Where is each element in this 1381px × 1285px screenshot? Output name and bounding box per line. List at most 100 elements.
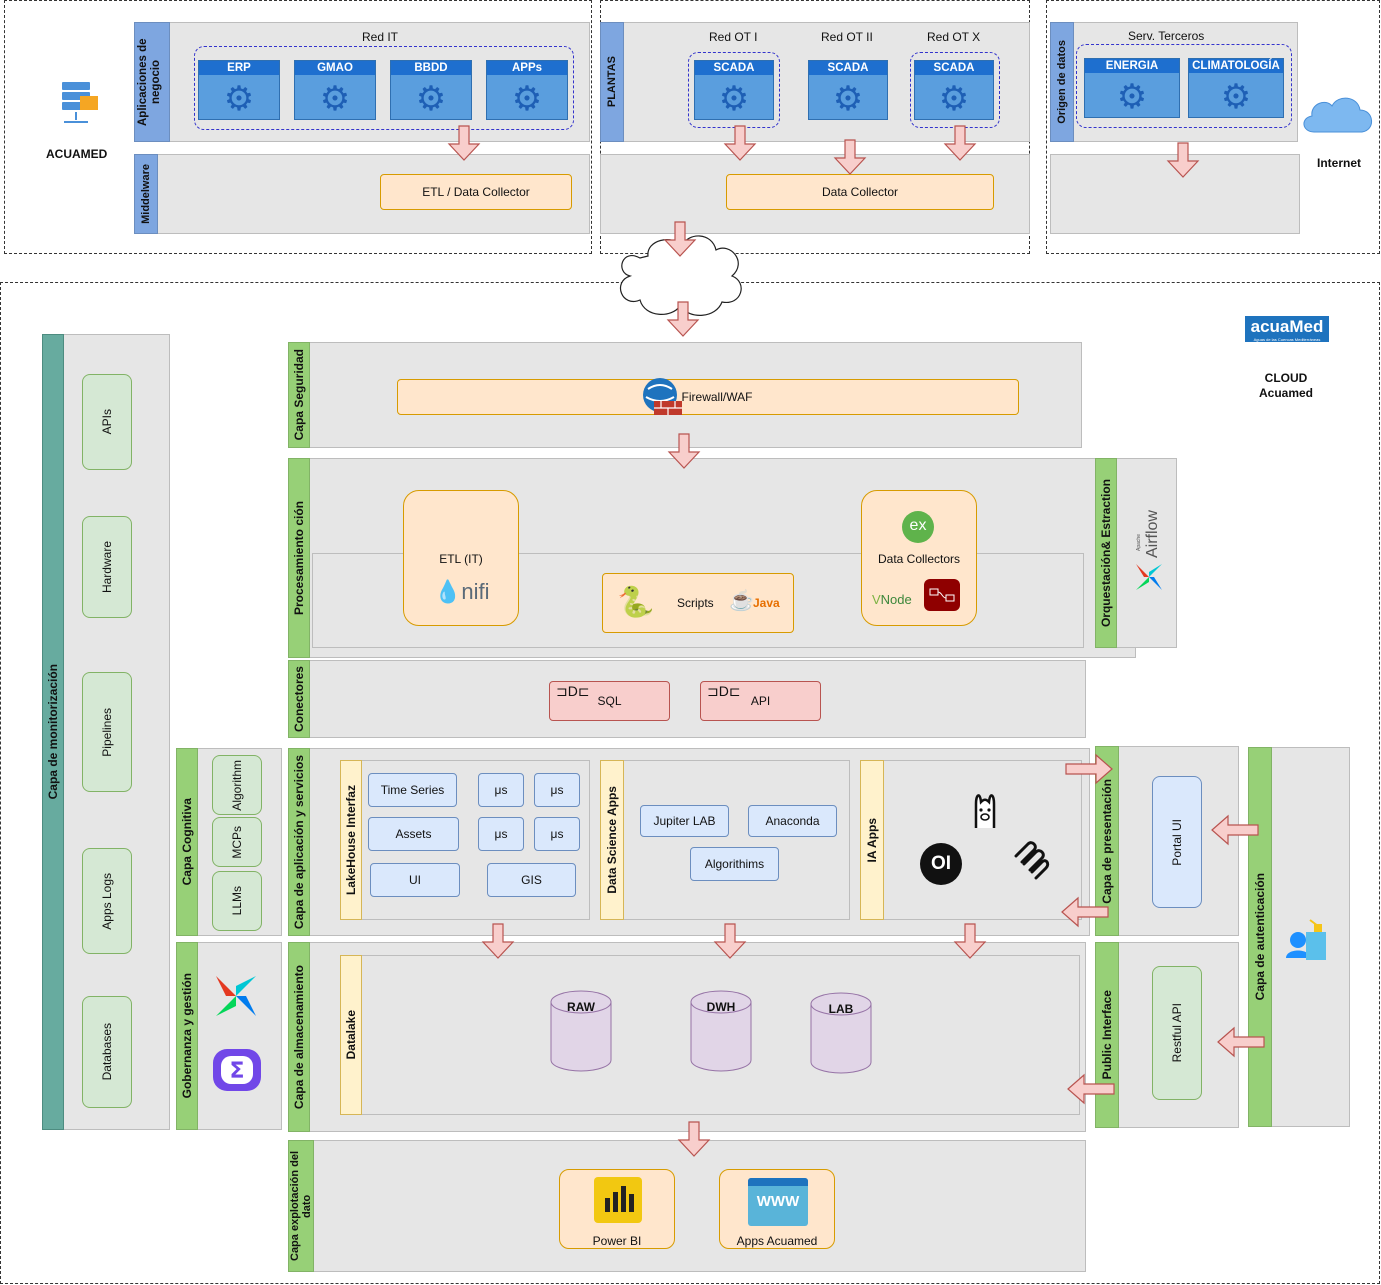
microservice-box[interactable]: μs bbox=[534, 817, 580, 851]
governance-strip: Gobernanza y gestión bbox=[176, 942, 198, 1130]
app-energia[interactable]: ENERGIA⚙ bbox=[1084, 58, 1180, 118]
public-interface-strip: Public Interface bbox=[1095, 942, 1119, 1128]
gear-icon: ⚙ bbox=[319, 80, 351, 118]
cognitive-llms[interactable]: LLMs bbox=[212, 871, 262, 931]
store-lab[interactable]: LAB bbox=[810, 992, 872, 1074]
restful-api[interactable]: Restful API bbox=[1152, 966, 1202, 1100]
app-climatologia[interactable]: CLIMATOLOGÍA⚙ bbox=[1188, 58, 1284, 118]
cognitive-mcps[interactable]: MCPs bbox=[212, 817, 262, 867]
ds-anaconda[interactable]: Anaconda bbox=[748, 805, 837, 837]
apps-acuamed-box[interactable]: WWW Apps Acuamed bbox=[719, 1169, 835, 1249]
scada-ot1[interactable]: SCADA⚙ bbox=[694, 60, 774, 120]
svg-text:Σ: Σ bbox=[229, 1059, 244, 1084]
scripts-box[interactable]: 🐍 Scripts ☕ Java bbox=[602, 573, 794, 633]
etl-it-box[interactable]: ETL (IT) 💧nifi bbox=[403, 490, 519, 626]
ds-jupiter-lab[interactable]: Jupiter LAB bbox=[640, 805, 729, 837]
monitor-hardware[interactable]: Hardware bbox=[82, 516, 132, 618]
monitor-apps-logs[interactable]: Apps Logs bbox=[82, 848, 132, 954]
external-middleware-layer bbox=[1050, 154, 1300, 234]
datascience-container bbox=[600, 760, 850, 920]
node-red-icon bbox=[924, 579, 960, 611]
ollama-icon bbox=[974, 794, 996, 828]
langchain-icon bbox=[1014, 841, 1050, 880]
plug-icon: ⊐D⊏ bbox=[556, 683, 590, 699]
microservice-box[interactable]: μs bbox=[534, 773, 580, 807]
microservice-box[interactable]: μs bbox=[478, 817, 524, 851]
data-collectors-box[interactable]: ex Data Collectors VNode bbox=[861, 490, 977, 626]
lakehouse-assets[interactable]: Assets bbox=[368, 817, 459, 851]
gear-icon: ⚙ bbox=[511, 80, 543, 118]
cloud-label-line1: CLOUD bbox=[1264, 371, 1308, 385]
firewall-icon bbox=[642, 377, 684, 417]
droplet-icon: 💧 bbox=[434, 579, 462, 604]
server-icon bbox=[56, 80, 102, 130]
airflow-logo: Airflow Apache bbox=[1130, 510, 1170, 600]
internet-cloud-icon bbox=[1300, 92, 1376, 138]
zone-acuamed-it bbox=[4, 0, 592, 254]
openmetadata-icon: Σ bbox=[213, 1049, 261, 1091]
middleware-strip: Middelware bbox=[134, 154, 158, 234]
monitor-strip: Capa de monitorización bbox=[42, 334, 64, 1130]
application-strip: Capa de aplicación y servicios bbox=[288, 748, 310, 936]
ia-apps-strip: IA Apps bbox=[860, 760, 884, 920]
www-icon: WWW bbox=[748, 1178, 808, 1226]
serv-terceros-group bbox=[1076, 44, 1292, 128]
elixir-icon: ex bbox=[902, 511, 934, 543]
cognitive-algorithm[interactable]: Algorithm bbox=[212, 755, 262, 815]
lakehouse-gis[interactable]: GIS bbox=[487, 863, 576, 897]
connector-sql[interactable]: ⊐D⊏SQL bbox=[549, 681, 670, 721]
lakehouse-ui[interactable]: UI bbox=[370, 863, 460, 897]
gear-icon: ⚙ bbox=[832, 80, 864, 118]
app-bbdd[interactable]: BBDD⚙ bbox=[390, 60, 472, 120]
cognitive-strip: Capa Cognitiva bbox=[176, 748, 198, 936]
acuamed-label: ACUAMED bbox=[46, 147, 108, 161]
firewall-waf[interactable]: Firewall/WAF bbox=[397, 379, 1019, 415]
red-ot2-label: Red OT II bbox=[821, 30, 873, 44]
cloud-label-line2: Acuamed bbox=[1258, 386, 1314, 400]
app-erp[interactable]: ERP⚙ bbox=[198, 60, 280, 120]
power-bi-box[interactable]: Power BI bbox=[559, 1169, 675, 1249]
lakehouse-time-series[interactable]: Time Series bbox=[368, 773, 457, 807]
monitor-apis[interactable]: APIs bbox=[82, 374, 132, 470]
red-it-group bbox=[194, 46, 574, 130]
gear-icon: ⚙ bbox=[718, 80, 750, 118]
portal-ui[interactable]: Portal UI bbox=[1152, 776, 1202, 908]
scada-ot2[interactable]: SCADA⚙ bbox=[808, 60, 888, 120]
auth-strip: Capa de autenticación bbox=[1248, 747, 1272, 1127]
plantas-strip: PLANTAS bbox=[600, 22, 624, 142]
identity-icon bbox=[1286, 919, 1326, 960]
connectors-layer bbox=[288, 660, 1086, 738]
store-dwh[interactable]: DWH bbox=[690, 990, 752, 1072]
monitor-databases[interactable]: Databases bbox=[82, 996, 132, 1108]
etl-data-collector[interactable]: ETL / Data Collector bbox=[380, 174, 572, 210]
app-apps[interactable]: APPs⚙ bbox=[486, 60, 568, 120]
monitor-pipelines[interactable]: Pipelines bbox=[82, 672, 132, 792]
ds-algorithims[interactable]: Algorithims bbox=[690, 847, 779, 881]
nifi-logo: 💧nifi bbox=[434, 579, 490, 604]
lakehouse-strip: LakeHouse Interfaz bbox=[340, 760, 362, 920]
datascience-strip: Data Science Apps bbox=[600, 760, 624, 920]
serv-terceros-label: Serv. Terceros bbox=[1128, 29, 1205, 43]
gear-icon: ⚙ bbox=[938, 80, 970, 118]
java-icon: ☕ bbox=[729, 590, 754, 612]
datalake-strip: Datalake bbox=[340, 955, 362, 1115]
presentation-strip: Capa de presentación bbox=[1095, 746, 1119, 936]
orchestration-strip: Orquestación& Estraction bbox=[1095, 458, 1117, 648]
origen-datos-strip: Origen de datos bbox=[1050, 22, 1074, 142]
store-raw[interactable]: RAW bbox=[550, 990, 612, 1072]
red-it-label: Red IT bbox=[362, 30, 399, 44]
app-gmao[interactable]: GMAO⚙ bbox=[294, 60, 376, 120]
plug-icon: ⊐D⊏ bbox=[707, 683, 741, 699]
connector-api[interactable]: ⊐D⊏API bbox=[700, 681, 821, 721]
scada-otx[interactable]: SCADA⚙ bbox=[914, 60, 994, 120]
gear-icon: ⚙ bbox=[415, 80, 447, 118]
security-strip: Capa Seguridad bbox=[288, 342, 310, 448]
microservice-box[interactable]: μs bbox=[478, 773, 524, 807]
gear-icon: ⚙ bbox=[1116, 78, 1148, 116]
ot-data-collector[interactable]: Data Collector bbox=[726, 174, 994, 210]
it-apps-strip: Aplicaciones de negocio bbox=[134, 22, 170, 142]
internet-label: Internet bbox=[1317, 156, 1362, 170]
gear-icon: ⚙ bbox=[223, 80, 255, 118]
red-ot1-label: Red OT I bbox=[709, 30, 758, 44]
